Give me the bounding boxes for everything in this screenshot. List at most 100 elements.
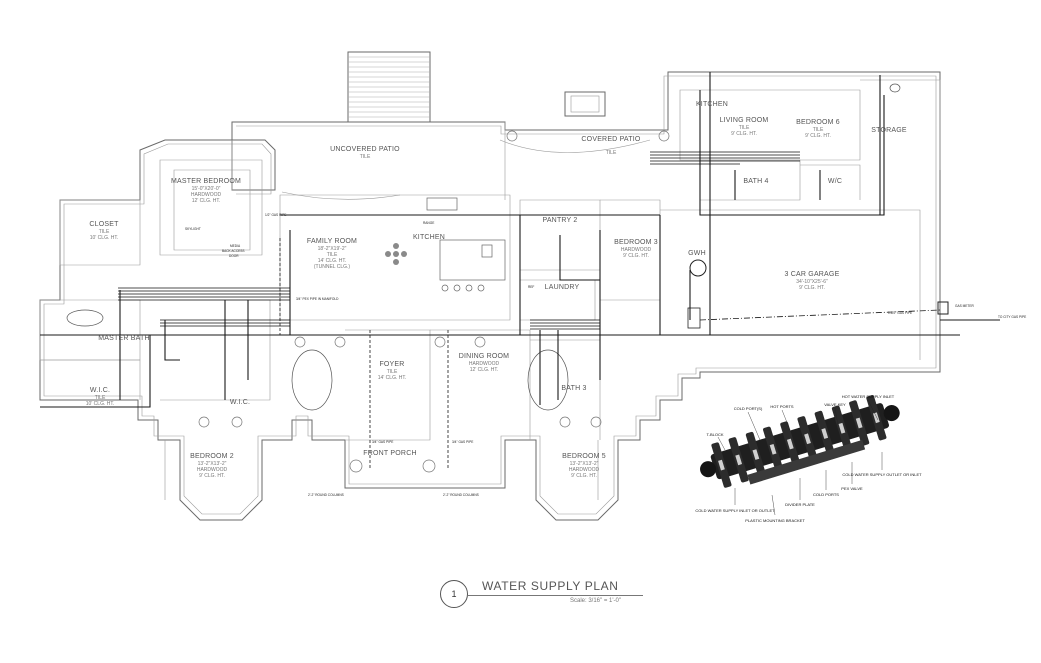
callout-pex-valve: PEX VALVE	[841, 486, 863, 491]
svg-text:TILE: TILE	[95, 395, 106, 401]
svg-text:HARDWOOD: HARDWOOD	[197, 467, 228, 473]
svg-text:15'-0"X20'-0": 15'-0"X20'-0"	[192, 186, 221, 192]
svg-text:14' CLG. HT.: 14' CLG. HT.	[378, 375, 406, 381]
note-pipe-garage: 1-1/2" GAS PIPE	[888, 311, 912, 315]
rear-stair	[347, 51, 606, 123]
callout-divider-plate: DIVIDER PLATE	[785, 502, 815, 507]
note-range: RANGE	[423, 221, 434, 225]
note-skylight: SKYLIGHT	[185, 227, 201, 231]
callout-hot-ports: HOT PORTS	[770, 404, 794, 409]
note-pipe-a: 1/2" GAS PIPE	[265, 213, 286, 217]
manifold-callouts: T-BLOCK COLD PORT(S) HOT PORTS VALVE KEY…	[695, 394, 922, 523]
room-bedroom-5: BEDROOM 5	[562, 453, 606, 460]
svg-text:TILE: TILE	[739, 125, 750, 131]
svg-text:HARDWOOD: HARDWOOD	[469, 361, 500, 367]
room-storage: STORAGE	[871, 127, 907, 134]
svg-text:13'-2"X13'-2": 13'-2"X13'-2"	[570, 461, 599, 467]
svg-text:9' CLG. HT.: 9' CLG. HT.	[623, 253, 649, 259]
svg-text:TILE: TILE	[606, 150, 617, 156]
room-living: LIVING ROOM	[720, 117, 769, 124]
svg-text:TILE: TILE	[327, 252, 338, 258]
room-3-car-garage: 3 CAR GARAGE	[785, 271, 840, 278]
svg-text:HARDWOOD: HARDWOOD	[191, 192, 222, 198]
svg-text:TILE: TILE	[813, 127, 824, 133]
room-front-porch: FRONT PORCH	[363, 450, 416, 457]
room-uncovered-patio: UNCOVERED PATIO	[330, 146, 400, 153]
room-covered-patio: COVERED PATIO	[581, 136, 640, 143]
room-master-bath: MASTER BATH	[98, 335, 149, 342]
svg-text:12' CLG. HT.: 12' CLG. HT.	[192, 198, 220, 204]
kitchen-island	[426, 197, 506, 292]
room-foyer: FOYER	[379, 361, 404, 368]
room-bedroom-2: BEDROOM 2	[190, 453, 234, 460]
callout-t-block: T-BLOCK	[706, 432, 723, 437]
note-door: DOOR	[229, 254, 239, 258]
svg-text:(TUNNEL CLG.): (TUNNEL CLG.)	[314, 264, 351, 270]
room-master-bedroom: MASTER BEDROOM	[171, 178, 241, 185]
svg-text:9' CLG. HT.: 9' CLG. HT.	[199, 473, 225, 479]
svg-text:10' CLG. HT.: 10' CLG. HT.	[90, 235, 118, 241]
callout-cold-ports: COLD PORT(S)	[734, 406, 763, 411]
title-underline	[468, 595, 643, 596]
room-bath-4: BATH 4	[743, 178, 768, 185]
svg-text:9' CLG. HT.: 9' CLG. HT.	[799, 285, 825, 291]
svg-text:34'-10"X25'-6": 34'-10"X25'-6"	[796, 279, 828, 285]
note-media: MEDIA	[230, 244, 241, 248]
manifold-illustration: T-BLOCK COLD PORT(S) HOT PORTS VALVE KEY…	[695, 394, 922, 523]
patio-arcs	[164, 139, 651, 500]
room-wic-master: W.I.C.	[90, 387, 110, 394]
room-labels: UNCOVERED PATIO TILE COVERED PATIO TILE …	[86, 101, 907, 479]
note-columns-right: 2'-2" ROUND COLUMNS	[443, 493, 479, 497]
entry-ovals	[66, 83, 901, 411]
svg-text:TILE: TILE	[99, 229, 110, 235]
svg-text:HARDWOOD: HARDWOOD	[621, 247, 652, 253]
svg-text:13'-2"X13'-2": 13'-2"X13'-2"	[198, 461, 227, 467]
room-wic-2: W.I.C.	[230, 399, 250, 406]
note-pipe-porch-right: 3/4" GAS PIPE	[452, 440, 473, 444]
callout-cold-supply-outlet: COLD WATER SUPPLY OUTLET OR INLET	[842, 472, 922, 477]
note-gas-meter: GAS METER	[955, 304, 974, 308]
svg-text:12' CLG. HT.: 12' CLG. HT.	[470, 367, 498, 373]
gas-water-heater-label: GWH	[688, 250, 706, 257]
room-kitchen: KITCHEN	[413, 234, 445, 241]
callout-hot-water-supply: HOT WATER SUPPLY INLET	[842, 394, 895, 399]
callout-valve-key: VALVE KEY	[824, 402, 846, 407]
room-wc: W/C	[828, 178, 842, 185]
note-columns-left: 2'-2" ROUND COLUMNS	[308, 493, 344, 497]
note-back-access: BACK ACCESS	[222, 249, 245, 253]
note-pipe-porch-left: 3/4" GAS PIPE	[372, 440, 393, 444]
callout-cold-water-supply: COLD WATER SUPPLY INLET OR OUTLET	[695, 508, 775, 513]
note-ref: REF	[528, 285, 534, 289]
svg-text:TILE: TILE	[387, 369, 398, 375]
room-laundry: LAUNDRY	[545, 284, 580, 291]
plan-scale: Scale: 3/16" = 1'-0"	[570, 598, 621, 604]
plan-title-block: 1 WATER SUPPLY PLAN Scale: 3/16" = 1'-0"	[440, 578, 660, 614]
room-bedroom-6: BEDROOM 6	[796, 119, 840, 126]
svg-text:HARDWOOD: HARDWOOD	[569, 467, 600, 473]
callout-cold-ports-2: COLD PORTS	[813, 492, 839, 497]
ceiling-fixture-icon	[385, 243, 407, 265]
svg-text:TILE: TILE	[360, 154, 371, 160]
svg-text:14' CLG. HT.: 14' CLG. HT.	[318, 258, 346, 264]
room-bedroom-3: BEDROOM 3	[614, 239, 658, 246]
room-bath-3: BATH 3	[561, 385, 586, 392]
room-pantry-2: PANTRY 2	[542, 217, 577, 224]
svg-text:9' CLG. HT.: 9' CLG. HT.	[571, 473, 597, 479]
note-to-city: TO CITY GAS PIPE	[998, 315, 1026, 319]
room-dining: DINING ROOM	[459, 353, 509, 360]
room-closet: CLOSET	[89, 221, 119, 228]
room-kitchen-annex: KITCHEN	[696, 101, 728, 108]
note-pex: 3/4" PEX PIPE IN MANIFOLD	[296, 297, 339, 301]
gas-water-heater	[687, 259, 949, 329]
callout-plastic-bracket: PLASTIC MOUNTING BRACKET	[745, 518, 805, 523]
svg-text:9' CLG. HT.: 9' CLG. HT.	[731, 131, 757, 137]
svg-text:10' CLG. HT.: 10' CLG. HT.	[86, 401, 114, 407]
svg-text:9' CLG. HT.: 9' CLG. HT.	[805, 133, 831, 139]
round-columns	[198, 130, 670, 473]
room-family: FAMILY ROOM	[307, 238, 357, 245]
supply-lines	[40, 72, 1000, 470]
plan-title: WATER SUPPLY PLAN	[482, 579, 619, 593]
plan-number: 1	[440, 580, 468, 608]
svg-text:18'-2"X19'-2": 18'-2"X19'-2"	[318, 246, 347, 252]
